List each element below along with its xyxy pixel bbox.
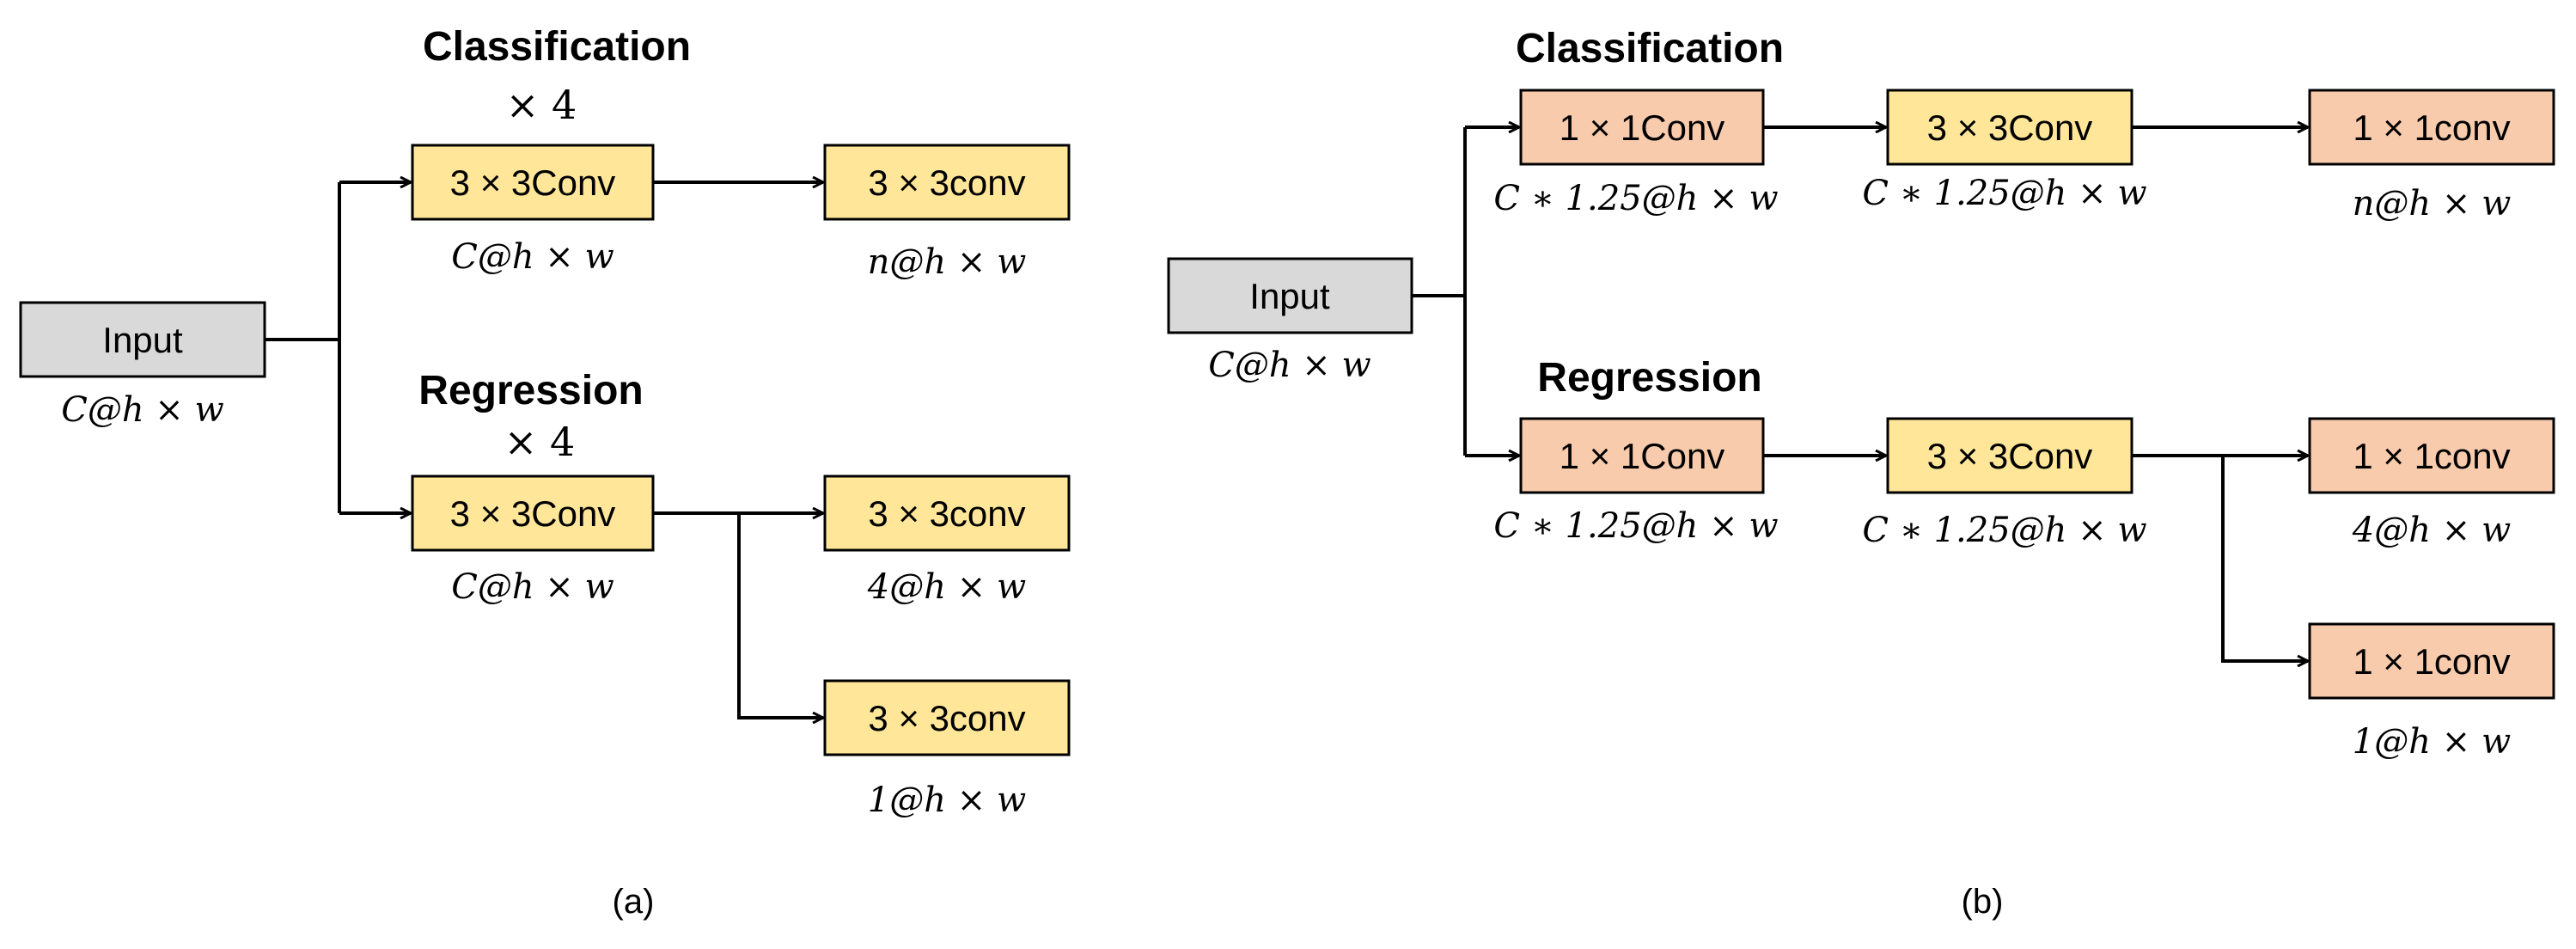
a-caption: (a) bbox=[613, 883, 655, 921]
a-reg-conv-label: 3 × 3Conv bbox=[450, 493, 616, 534]
b-input-label: Input bbox=[1249, 276, 1330, 316]
a-input-label: Input bbox=[102, 320, 183, 360]
panel-b: Input C@h × w Classification 1 × 1Conv C… bbox=[1167, 26, 2555, 921]
b-reg-conv1-label: 1 × 1Conv bbox=[1560, 436, 1725, 476]
a-cls-out-box bbox=[823, 144, 1071, 221]
b-reg-out2-dim: 1@h × w bbox=[2353, 722, 2511, 762]
b-reg-conv1-box bbox=[1519, 417, 1765, 494]
b-input-box bbox=[1167, 257, 1413, 334]
a-input-branch-connector bbox=[265, 182, 341, 513]
a-regression-repeat: × 4 bbox=[504, 419, 575, 465]
b-reg-conv2-box bbox=[1886, 417, 2133, 494]
b-reg-out1-dim: 4@h × w bbox=[2352, 511, 2511, 550]
b-input-branch-connector bbox=[1412, 127, 1467, 456]
b-reg-conv2-dim: C ∗ 1.25@h × w bbox=[1862, 511, 2146, 550]
b-cls-out-dim: n@h × w bbox=[2353, 184, 2512, 223]
b-reg-conv2-label: 3 × 3Conv bbox=[1927, 436, 2093, 476]
a-input-dim: C@h × w bbox=[61, 390, 224, 430]
b-cls-out-box bbox=[2308, 89, 2555, 166]
b-cls-conv2-dim: C ∗ 1.25@h × w bbox=[1862, 174, 2146, 213]
a-arrow-reg-to-out2 bbox=[737, 513, 823, 718]
b-cls-conv1-box bbox=[1519, 89, 1765, 166]
a-reg-out1-box bbox=[823, 474, 1071, 552]
b-cls-conv1-dim: C ∗ 1.25@h × w bbox=[1493, 179, 1778, 218]
a-cls-conv-label: 3 × 3Conv bbox=[450, 162, 616, 203]
b-cls-conv2-box bbox=[1886, 89, 2133, 166]
b-reg-conv1-dim: C ∗ 1.25@h × w bbox=[1493, 506, 1778, 546]
a-reg-conv-box bbox=[411, 474, 655, 552]
a-classification-heading: Classification bbox=[423, 24, 691, 70]
a-regression-heading: Regression bbox=[418, 368, 643, 413]
a-classification-repeat: × 4 bbox=[506, 82, 577, 128]
b-reg-out1-box bbox=[2308, 417, 2555, 494]
b-arrow-reg-conv2-to-out2 bbox=[2221, 456, 2308, 661]
b-cls-conv1-label: 1 × 1Conv bbox=[1560, 107, 1725, 148]
a-cls-conv-box bbox=[411, 144, 655, 221]
b-input-dim: C@h × w bbox=[1208, 346, 1371, 385]
a-cls-conv-dim: C@h × w bbox=[451, 237, 614, 277]
a-reg-out1-label: 3 × 3conv bbox=[868, 493, 1025, 534]
b-cls-out-label: 1 × 1conv bbox=[2353, 107, 2510, 148]
a-reg-out2-box bbox=[823, 679, 1071, 756]
a-reg-conv-dim: C@h × w bbox=[451, 567, 614, 607]
a-cls-out-label: 3 × 3conv bbox=[868, 162, 1025, 203]
a-input-box bbox=[19, 301, 266, 378]
a-reg-out1-dim: 4@h × w bbox=[867, 567, 1026, 607]
b-regression-heading: Regression bbox=[1537, 355, 1761, 401]
b-reg-out2-box bbox=[2308, 622, 2555, 700]
a-reg-out2-label: 3 × 3conv bbox=[868, 698, 1025, 738]
b-caption: (b) bbox=[1962, 883, 2004, 921]
b-reg-out2-label: 1 × 1conv bbox=[2353, 641, 2510, 682]
b-classification-heading: Classification bbox=[1516, 26, 1784, 71]
panel-a: Input C@h × w Classification × 4 3 × 3Co… bbox=[19, 24, 1071, 921]
a-reg-out2-dim: 1@h × w bbox=[868, 781, 1026, 820]
b-reg-out1-label: 1 × 1conv bbox=[2353, 436, 2510, 476]
b-cls-conv2-label: 3 × 3Conv bbox=[1927, 107, 2093, 148]
a-cls-out-dim: n@h × w bbox=[868, 242, 1027, 282]
